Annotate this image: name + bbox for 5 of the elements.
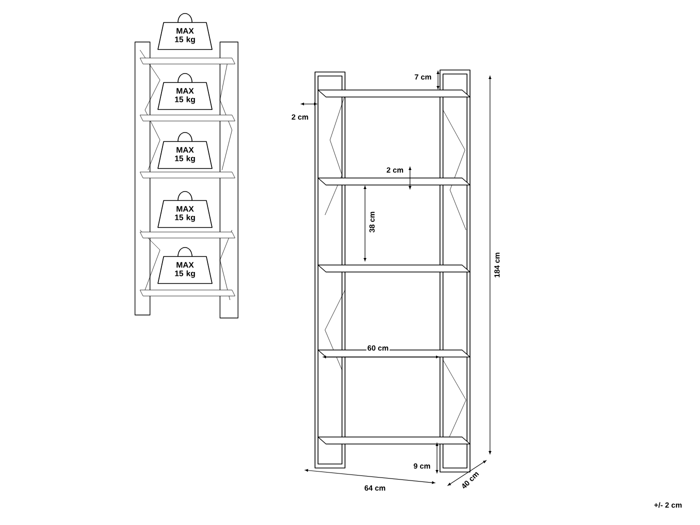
weight-block: MAX 15 kg bbox=[158, 132, 212, 169]
weight-block: MAX 15 kg bbox=[158, 247, 212, 284]
weight-block: MAX 15 kg bbox=[158, 191, 212, 228]
weight-block: MAX 15 kg bbox=[158, 13, 212, 50]
weight-block: MAX 15 kg bbox=[158, 73, 212, 110]
